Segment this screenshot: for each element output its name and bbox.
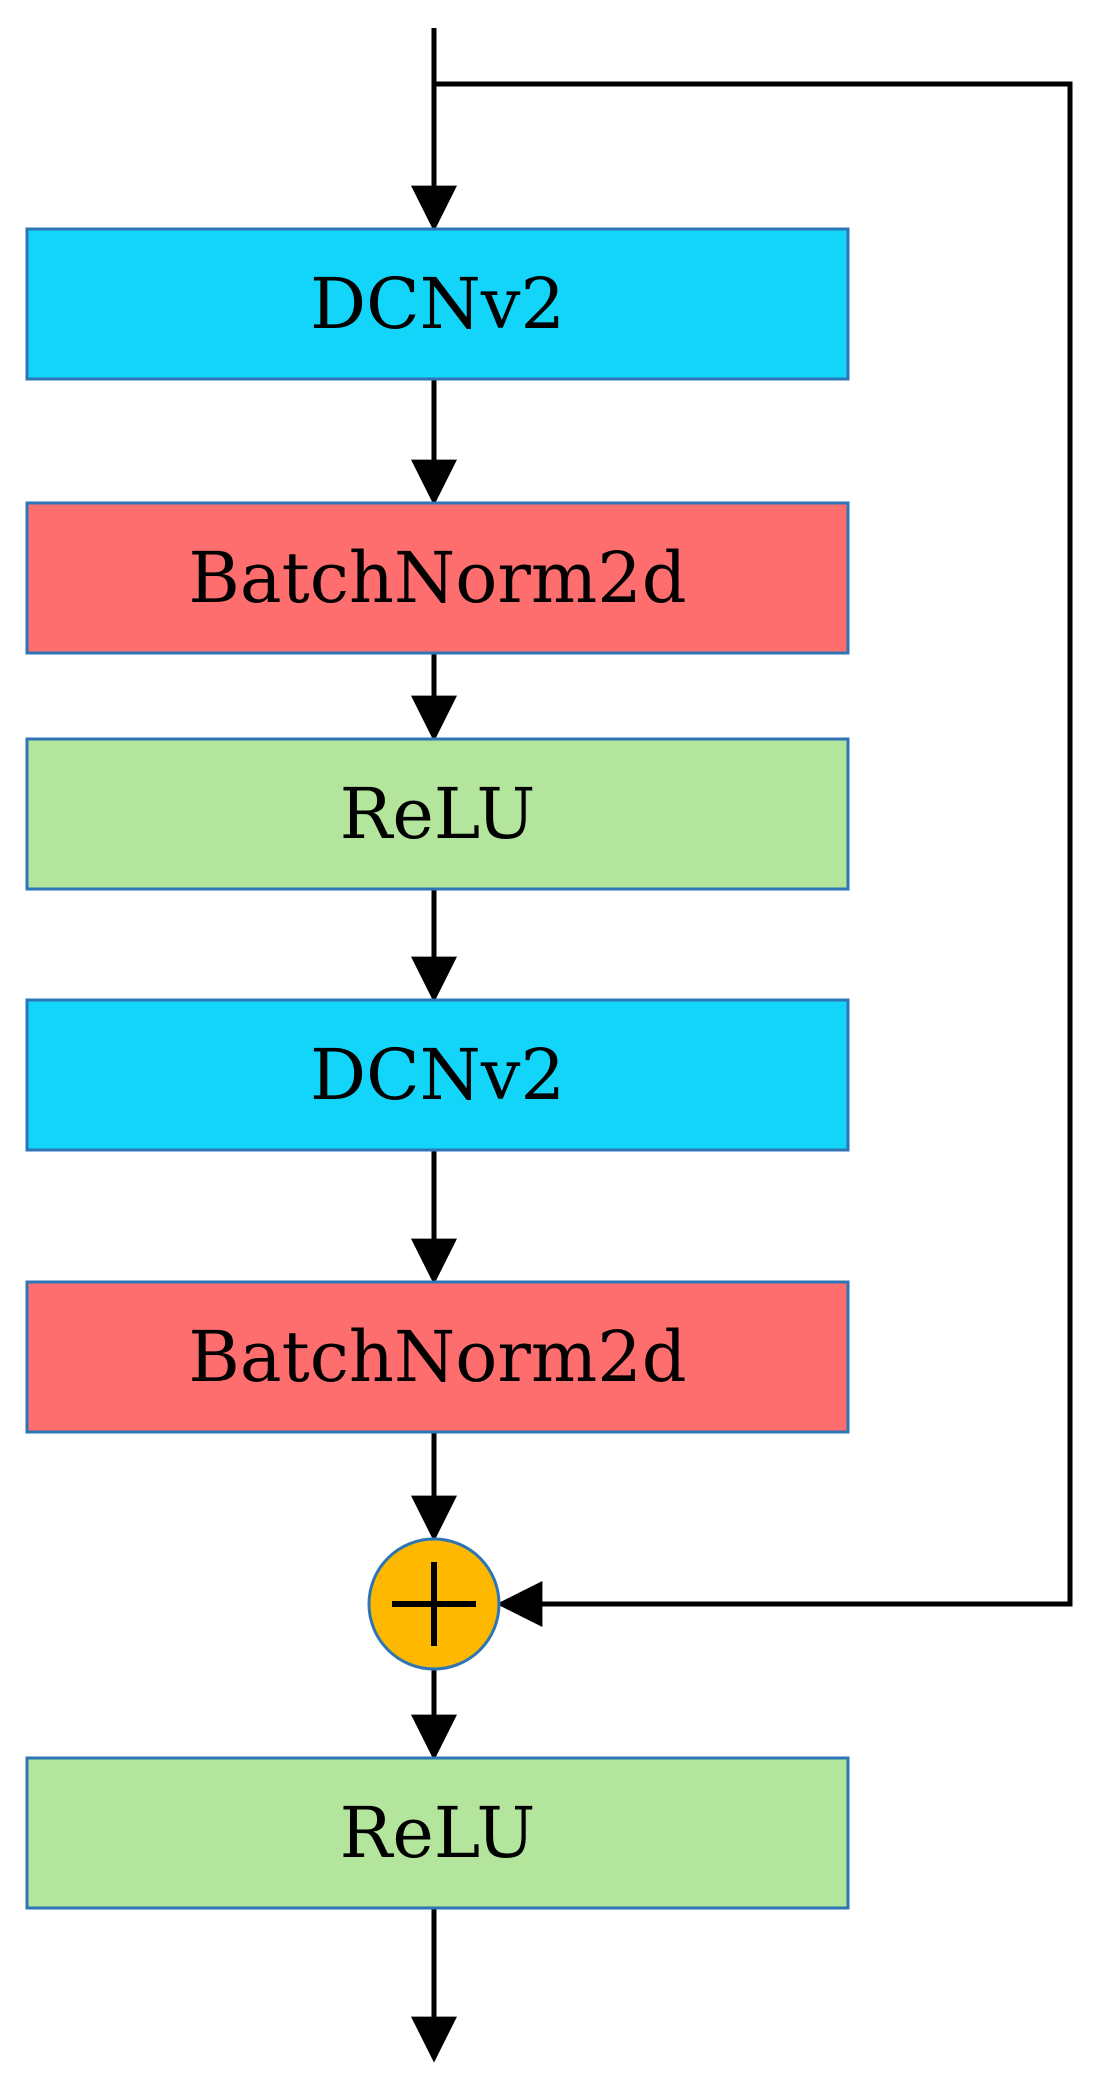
block-label: BatchNorm2d <box>188 1316 686 1398</box>
block-batchnorm: BatchNorm2d <box>25 1280 850 1434</box>
skip-path <box>434 81 1073 1627</box>
block-rect <box>25 737 850 891</box>
block-label: DCNv2 <box>310 263 565 345</box>
block-rect <box>25 501 850 655</box>
sum-node <box>367 1537 501 1671</box>
block-rect <box>25 998 850 1152</box>
plus-icon <box>392 1562 476 1646</box>
block-label: DCNv2 <box>310 1034 565 1116</box>
block-label: ReLU <box>340 773 536 855</box>
block-label: ReLU <box>340 1792 536 1874</box>
block-deformable-conv: DCNv2 <box>25 998 850 1152</box>
block-batchnorm: BatchNorm2d <box>25 501 850 655</box>
block-rect <box>25 1756 850 1910</box>
block-deformable-conv: DCNv2 <box>25 227 850 381</box>
block-rect <box>25 227 850 381</box>
block-label: BatchNorm2d <box>188 537 686 619</box>
block-rect <box>25 1280 850 1434</box>
block-activation: ReLU <box>25 1756 850 1910</box>
skip-connection <box>434 81 1073 1627</box>
block-activation: ReLU <box>25 737 850 891</box>
